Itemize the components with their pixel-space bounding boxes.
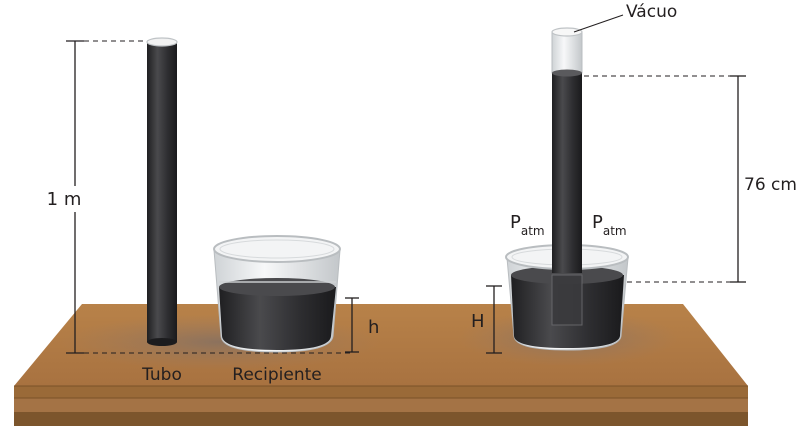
patm-right: Patm — [592, 212, 627, 238]
label-h: h — [368, 317, 379, 338]
tube-right-top — [551, 27, 583, 37]
dimension-h: h — [345, 297, 379, 353]
container-left-rim — [213, 235, 341, 263]
table-front — [14, 386, 748, 398]
table-front-lower — [14, 398, 748, 412]
table-leg-band — [14, 412, 748, 426]
dimension-1m: 1 m — [47, 40, 350, 354]
label-76cm: 76 cm — [744, 175, 797, 195]
tube-right-mercury — [552, 73, 582, 273]
svg-text:Patm: Patm — [592, 212, 627, 238]
patm-right-sub: atm — [603, 224, 627, 238]
label-vacuum: Vácuo — [626, 2, 677, 22]
container-left: Recipiente — [213, 235, 341, 385]
vacuum-callout: Vácuo — [573, 2, 677, 33]
dimension-H: H — [471, 285, 502, 354]
tube-left-opening — [146, 37, 178, 47]
label-tube: Tubo — [141, 365, 182, 385]
patm-left-base: P — [510, 212, 521, 233]
tube-right — [551, 27, 583, 273]
label-container: Recipiente — [232, 365, 321, 385]
svg-text:Patm: Patm — [510, 212, 545, 238]
patm-right-base: P — [592, 212, 603, 233]
patm-left-sub: atm — [521, 224, 545, 238]
dimension-76cm: 76 cm — [584, 75, 797, 283]
container-right — [505, 244, 629, 351]
label-1m: 1 m — [47, 189, 82, 210]
label-H: H — [471, 311, 485, 332]
tube-right-vacuum — [551, 31, 583, 74]
patm-left: Patm — [510, 212, 545, 238]
tube-left: Tubo — [141, 37, 182, 385]
